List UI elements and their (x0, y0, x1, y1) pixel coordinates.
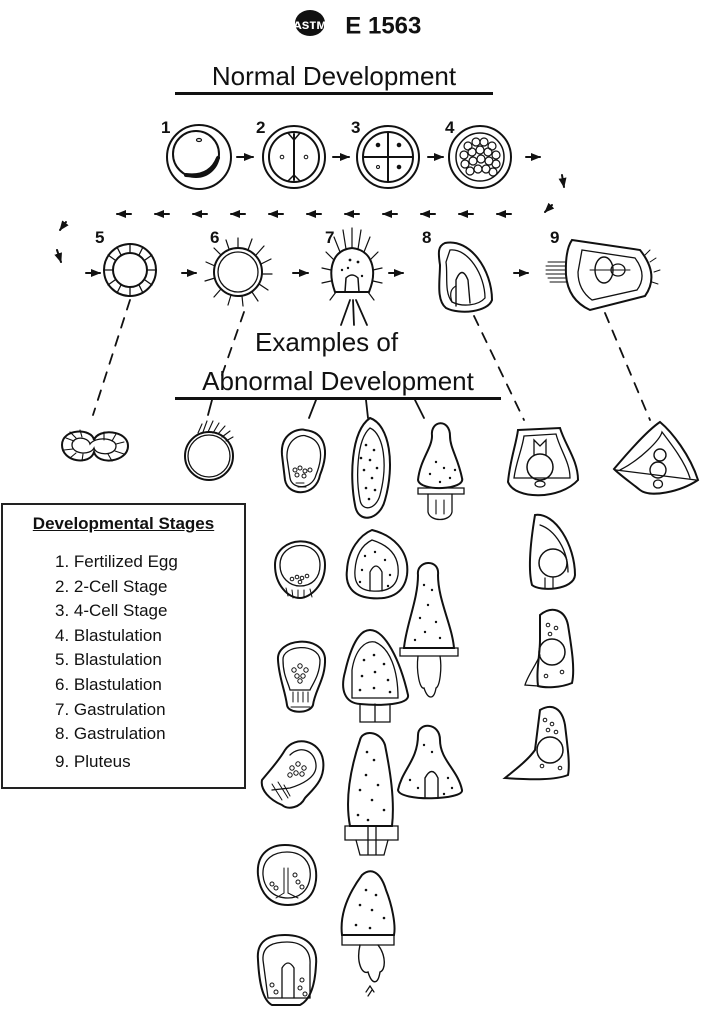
stage-number-3: 3 (351, 118, 361, 137)
abnormal-7-e3-drawing (396, 724, 463, 800)
abnormal-8-f3-drawing (524, 608, 575, 689)
legend-item: 4. Blastulation (55, 625, 162, 645)
astm-logo-icon: ᴀsᴛᴍ (293, 8, 327, 45)
stage-9-pluteus-drawing (545, 238, 661, 312)
stage-5-blastula-drawing (103, 243, 157, 297)
legend-item: 9. Pluteus (55, 751, 131, 771)
abnormal-7-c5-drawing (256, 843, 318, 907)
stage-1-fertilized-egg-drawing (166, 124, 232, 190)
stage-number-5: 5 (95, 228, 105, 247)
stage-number-2: 2 (256, 118, 266, 137)
abnormal-7-d4-drawing (344, 732, 399, 856)
abnormal-7-c4-drawing (260, 740, 325, 809)
legend-item: 7. Gastrulation (55, 699, 166, 719)
stage-6-blastula-cilia-drawing (204, 237, 273, 307)
legend-list: 1. Fertilized Egg 2. 2-Cell Stage 3. 4-C… (3, 550, 244, 774)
stage-8-gastrula-drawing (437, 241, 494, 313)
stage-number-8: 8 (422, 228, 432, 247)
stage-number-9: 9 (550, 228, 560, 247)
legend-item: 6. Blastulation (55, 674, 162, 694)
abnormal-7-c6-drawing (256, 933, 318, 1006)
abnormal-7-c3-drawing (276, 640, 327, 713)
abnormal-9-g1-drawing (612, 420, 700, 495)
abnormal-7-d1-drawing (351, 416, 391, 519)
stage-number-4: 4 (445, 118, 455, 137)
legend-title: Developmental Stages (32, 514, 215, 533)
legend-item: 3. 4-Cell Stage (55, 601, 168, 621)
legend-item: 8. Gastrulation (55, 724, 166, 744)
stage-3-four-cell-drawing (356, 125, 420, 189)
abnormal-title-line1: Examples of (255, 327, 399, 357)
abnormal-7-d3-drawing (342, 628, 409, 723)
abnormal-7-e2-drawing (399, 562, 459, 698)
abnormal-7-e1-drawing (416, 422, 465, 521)
stage-7-gastrula-drawing (321, 227, 383, 301)
stage-2-two-cell-drawing (262, 125, 326, 189)
stage-4-blastula-drawing (448, 125, 512, 189)
stage-number-7: 7 (325, 228, 335, 247)
abnormal-6-a-drawing (184, 420, 234, 481)
abnormal-7-d2-drawing (345, 528, 409, 600)
abnormal-8-f1-drawing (506, 426, 580, 497)
legend-item: 5. Blastulation (55, 650, 162, 670)
stage-number-1: 1 (161, 118, 171, 137)
legend-item: 2. 2-Cell Stage (55, 576, 168, 596)
abnormal-5-a-drawing (60, 429, 130, 462)
standard-code: E 1563 (345, 12, 422, 40)
abnormal-7-c1-drawing (280, 428, 326, 494)
document-header: ᴀsᴛᴍ E 1563 (0, 8, 714, 45)
abnormal-8-f2-drawing (528, 513, 577, 590)
svg-text:ᴀsᴛᴍ: ᴀsᴛᴍ (293, 16, 326, 32)
stage-number-6: 6 (210, 228, 220, 247)
legend-item: 1. Fertilized Egg (55, 552, 178, 571)
normal-development-title: Normal Development (175, 60, 493, 95)
abnormal-title-line2: Abnormal Development (175, 365, 501, 400)
abnormal-7-d5-drawing (340, 870, 396, 997)
abnormal-7-c2-drawing (273, 540, 327, 600)
developmental-stages-legend: Developmental Stages 1. Fertilized Egg 2… (1, 503, 246, 789)
abnormal-8-f4-drawing (502, 706, 570, 781)
